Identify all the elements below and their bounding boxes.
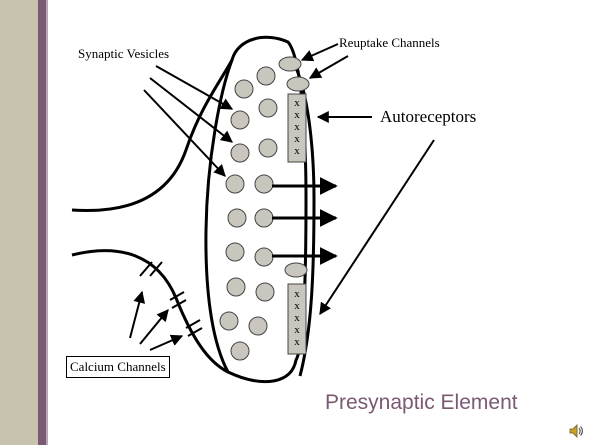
synaptic-vesicle (228, 209, 246, 227)
reuptake-channel (285, 263, 307, 277)
synaptic-vesicle (227, 278, 245, 296)
reuptake-channel (287, 77, 309, 91)
receptor-mark: x (294, 145, 300, 157)
pointer-arrow (150, 336, 182, 350)
receptor-marks-upper: x x x x x (294, 97, 300, 157)
pointer-arrow (144, 90, 225, 176)
pointer-arrow (310, 56, 348, 78)
synaptic-vesicle (259, 139, 277, 157)
synaptic-vesicle (226, 175, 244, 193)
pointer-arrow (140, 310, 168, 344)
receptor-mark: x (294, 300, 300, 312)
label-calcium-channels: Calcium Channels (66, 356, 170, 378)
synaptic-vesicle (249, 317, 267, 335)
receptor-mark: x (294, 288, 300, 300)
synaptic-vesicle (235, 80, 253, 98)
synaptic-vesicles (220, 67, 277, 360)
synaptic-vesicle (231, 342, 249, 360)
synaptic-vesicle (257, 67, 275, 85)
pointer-arrow (156, 66, 232, 109)
label-autoreceptors: Autoreceptors (380, 107, 476, 127)
speaker-icon[interactable] (568, 423, 584, 439)
receptor-mark: x (294, 109, 300, 121)
receptor-mark: x (294, 312, 300, 324)
slide-title: Presynaptic Element (325, 391, 518, 415)
axon-membrane-lower (72, 251, 228, 372)
autoreceptor-pointer-arrows (318, 117, 434, 314)
pointer-arrow (130, 292, 142, 338)
synaptic-vesicle (259, 99, 277, 117)
synaptic-vesicle (231, 144, 249, 162)
synaptic-vesicle (231, 111, 249, 129)
receptor-marks-lower: x x x x x (294, 288, 300, 348)
calcium-channel (140, 262, 152, 276)
synaptic-vesicle (226, 243, 244, 261)
receptor-mark: x (294, 324, 300, 336)
synaptic-vesicle (255, 175, 273, 193)
synaptic-vesicle (255, 248, 273, 266)
label-reuptake-channels: Reuptake Channels (339, 35, 440, 51)
release-arrows (272, 186, 336, 256)
pointer-arrow (302, 44, 338, 60)
receptor-mark: x (294, 336, 300, 348)
calcium-pointer-arrows (130, 292, 182, 350)
reuptake-channel (279, 57, 301, 71)
synaptic-vesicle (256, 283, 274, 301)
receptor-mark: x (294, 121, 300, 133)
calcium-channels (140, 262, 202, 336)
synaptic-vesicle (220, 312, 238, 330)
receptor-mark: x (294, 97, 300, 109)
receptor-mark: x (294, 133, 300, 145)
pointer-arrow (320, 140, 434, 314)
label-synaptic-vesicles: Synaptic Vesicles (78, 46, 169, 62)
synaptic-vesicle (255, 209, 273, 227)
